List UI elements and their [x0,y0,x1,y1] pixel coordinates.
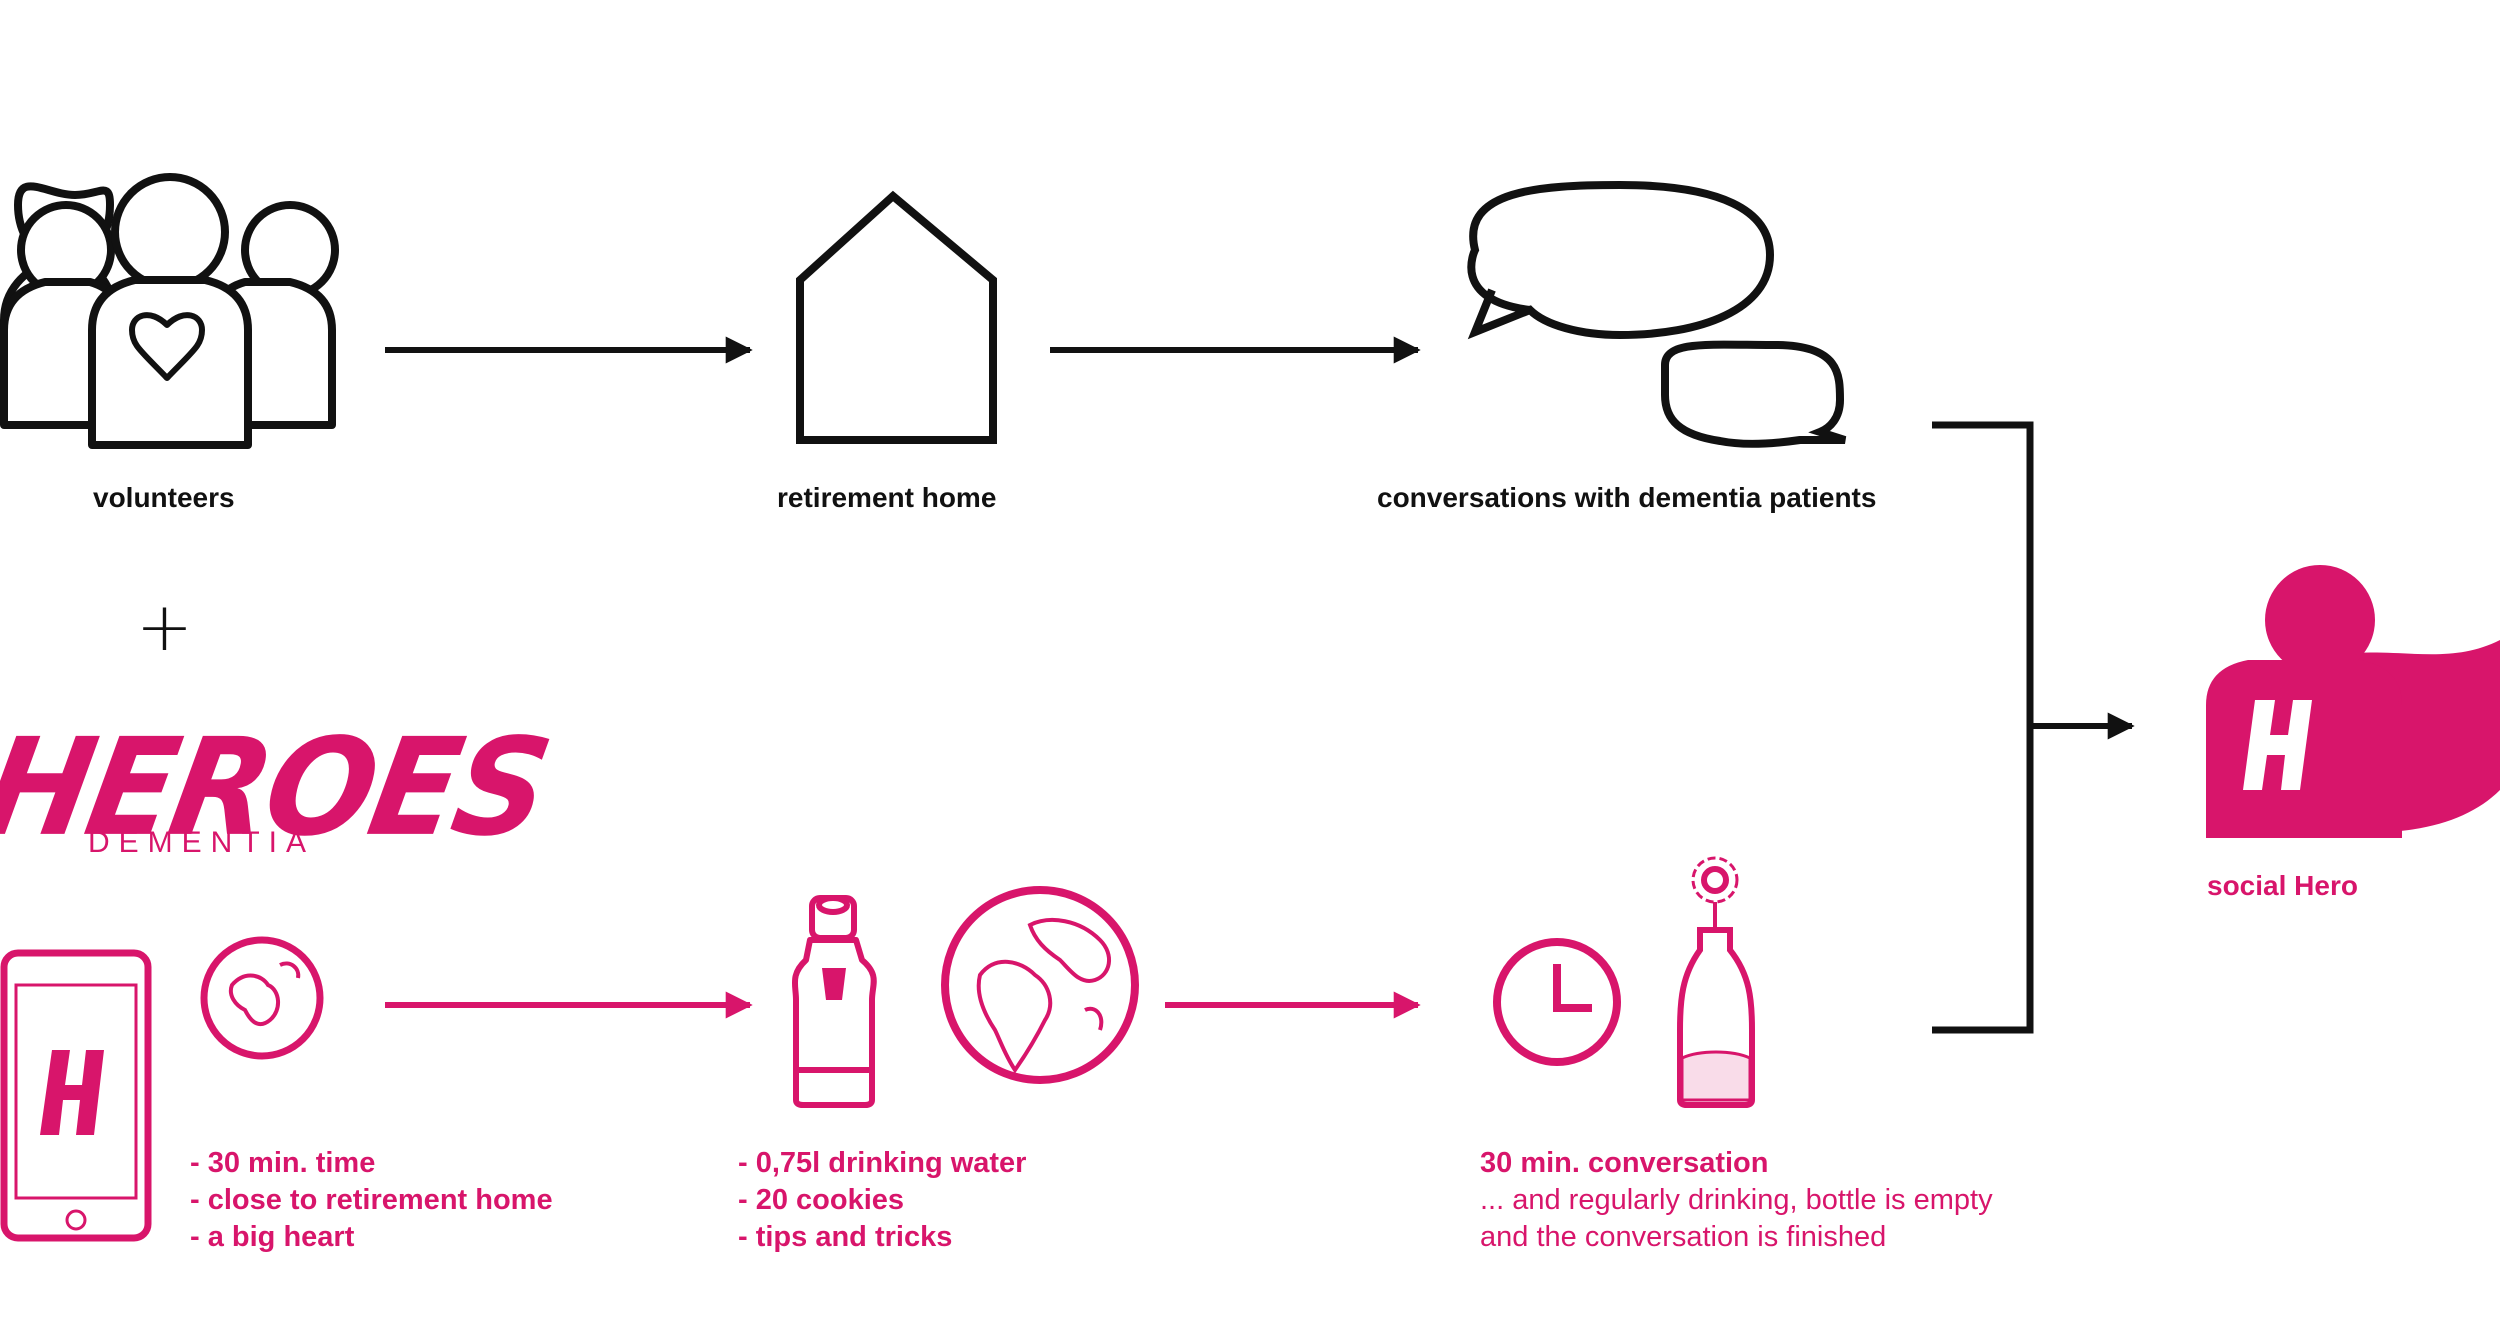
conversation-title: 30 min. conversation [1480,1147,1769,1179]
superhero-icon [2206,565,2500,838]
conversation-desc-line: and the conversation is finished [1480,1221,1887,1253]
vase-flower-icon [1677,856,1755,1108]
app-requirements-list: - 30 min. time - close to retirement hom… [190,1145,553,1256]
list-item: - 20 cookies [738,1184,905,1216]
house-icon [796,190,997,444]
globe-icon [200,936,324,1060]
phone-app-icon [0,949,152,1242]
globe-icon [941,886,1139,1084]
retirement-home-label: retirement home [777,482,997,513]
dementia-logo-text: DEMENTIA [88,826,316,859]
list-item: - 30 min. time [190,1147,376,1179]
list-item: - 0,75l drinking water [738,1147,1027,1179]
plus-sign: + [136,588,193,667]
list-item: - tips and tricks [738,1221,953,1253]
clock-icon [1493,938,1621,1066]
conversations-label: conversations with dementia patients [1377,482,1877,513]
volunteers-label: volunteers [93,482,235,513]
kit-contents-list: - 0,75l drinking water - 20 cookies - ti… [738,1145,1026,1256]
list-item: - close to retirement home [190,1184,553,1216]
social-hero-label: social Hero [2207,870,2358,901]
speech-bubbles-icon [1467,180,1847,448]
conversation-description: 30 min. conversation ... and regularly d… [1480,1145,1993,1256]
merge-bracket [1932,421,2034,1034]
bottle-icon [791,895,877,1108]
list-item: - a big heart [190,1221,355,1253]
conversation-desc-line: ... and regularly drinking, bottle is em… [1480,1184,1993,1216]
people-heart-icon [0,173,339,449]
